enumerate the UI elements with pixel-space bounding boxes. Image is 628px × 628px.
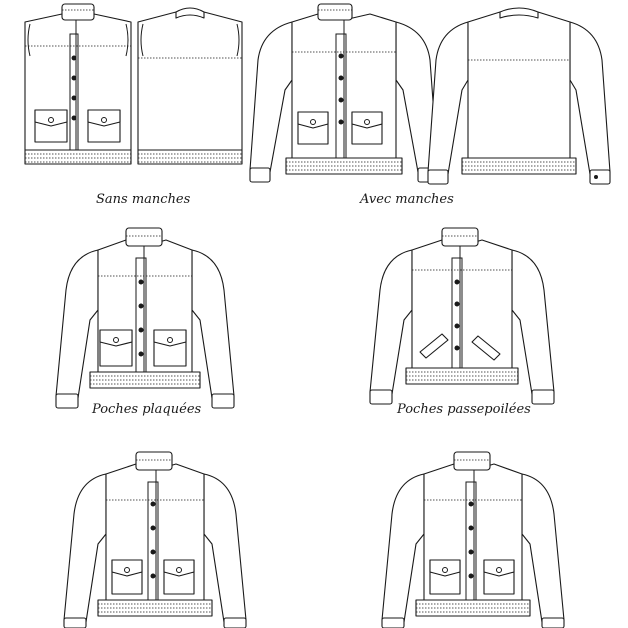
variant-jacket-bottom-left xyxy=(63,451,247,628)
sleeveless-front-jacket xyxy=(24,3,132,165)
variant-jacket-bottom-right xyxy=(381,451,565,628)
sleeveless-back-jacket xyxy=(137,7,243,165)
caption-welt-pockets: Poches passepoilées xyxy=(397,402,531,417)
caption-patch-pockets: Poches plaquées xyxy=(92,402,202,417)
patch-pockets-jacket xyxy=(55,227,235,409)
caption-with-sleeves: Avec manches xyxy=(360,192,454,207)
welt-pockets-jacket xyxy=(369,227,555,405)
with-sleeves-front-jacket xyxy=(249,3,439,183)
caption-sleeveless: Sans manches xyxy=(96,192,191,207)
with-sleeves-back-jacket xyxy=(427,7,611,185)
